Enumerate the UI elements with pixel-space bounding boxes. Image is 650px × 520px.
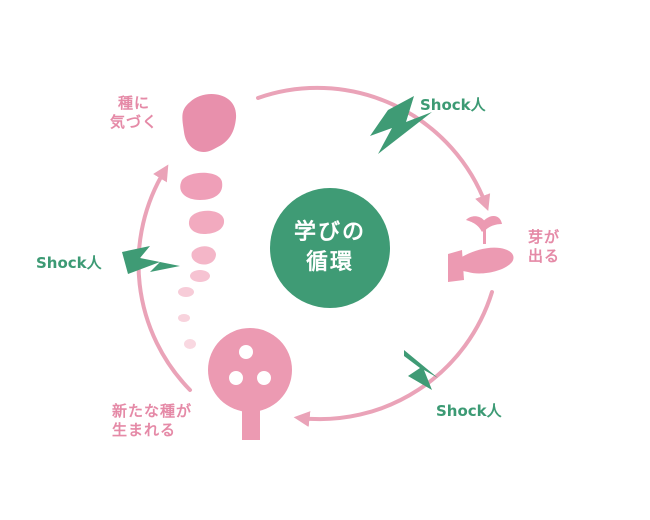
stage-seed-label: 種に 気づく [110,94,158,132]
lightning-icon [122,246,180,274]
stage-seed-line1: 種に [118,94,151,112]
seed-icon [188,210,225,234]
stage-sprout-line1: 芽が [528,228,561,246]
seed-icon [182,94,237,152]
seed-icon [178,314,190,322]
sprout-hand-icon [448,215,514,282]
arc-bottom-right [293,290,494,428]
seed-icon [190,270,210,282]
arc-left [136,164,192,392]
lightning-icon [404,350,438,390]
stage-tree-line1: 新たな種が [112,402,193,420]
stage-sprout-line2: 出る [528,246,561,265]
stage-seed-line2: 気づく [110,112,159,131]
arc-top-right [256,85,491,211]
shock-label-left: Shock人 [36,254,102,272]
apple-tree-icon [208,328,292,440]
shock-label-bottom-right: Shock人 [436,402,502,420]
center-line2: 循環 [305,250,354,275]
seed-icon [178,287,194,297]
center-line1: 学びの [293,220,366,246]
shock-label-top-right: Shock人 [420,96,486,114]
stage-sprout-label: 芽が 出る [528,228,560,266]
stage-tree-label: 新たな種が 生まれる [112,402,192,440]
center-circle: 学びの 循環 [270,188,390,308]
seed-icon [180,172,223,200]
stage-tree-line2: 生まれる [112,420,177,439]
seed-icon [191,246,216,265]
lightning-icon [370,96,432,154]
seed-icon [184,339,196,349]
